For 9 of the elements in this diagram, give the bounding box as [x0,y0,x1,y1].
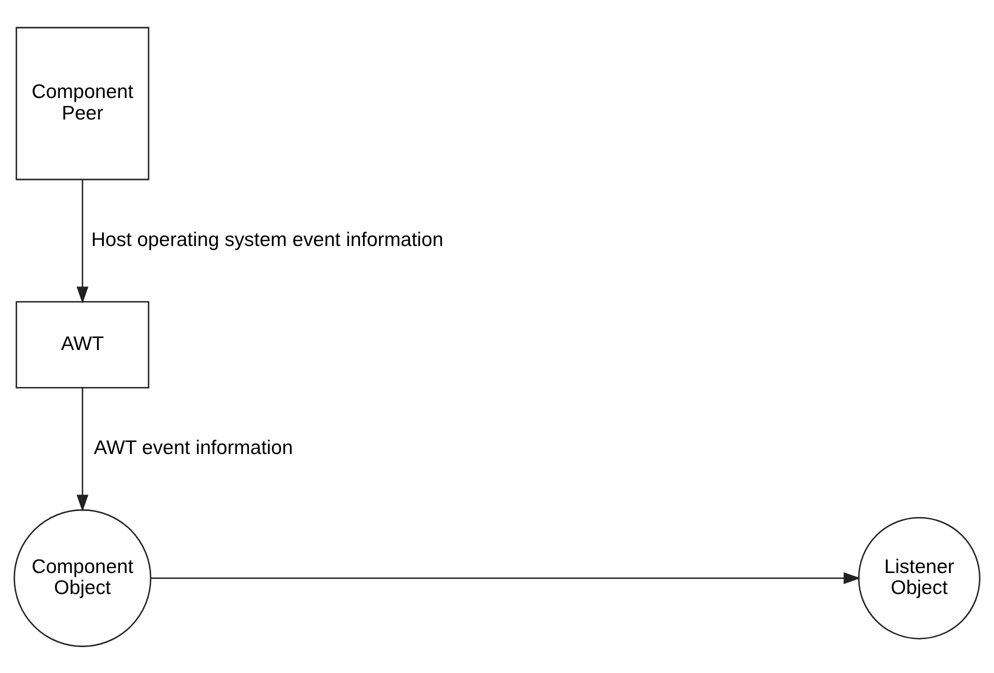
node-box: Component Peer [16,26,150,180]
node-box: AWT [16,300,150,388]
edge-label: AWT event information [94,436,293,459]
edge-label: Host operating system event information [91,228,444,250]
arrow [76,387,88,512]
arrow [76,179,88,304]
node-circle: Listener Object [858,516,980,639]
node-circle: Component Object [14,508,152,647]
arrow [150,572,861,584]
